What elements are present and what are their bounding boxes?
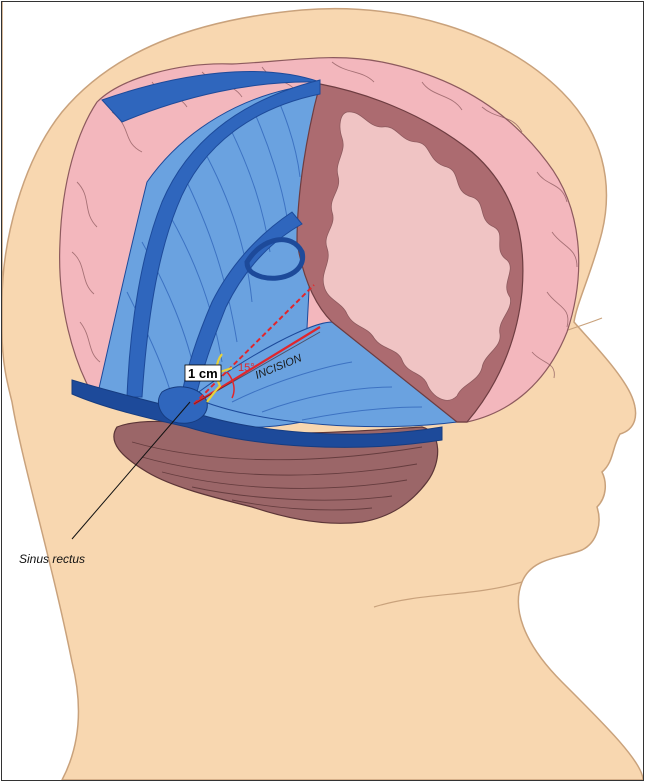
distance-label-box: 1 cm: [185, 365, 221, 381]
sinus-rectus-label: Sinus rectus: [19, 552, 85, 566]
torcula: [158, 387, 207, 424]
distance-label: 1 cm: [188, 366, 218, 381]
angle-label: 15°: [238, 362, 255, 374]
